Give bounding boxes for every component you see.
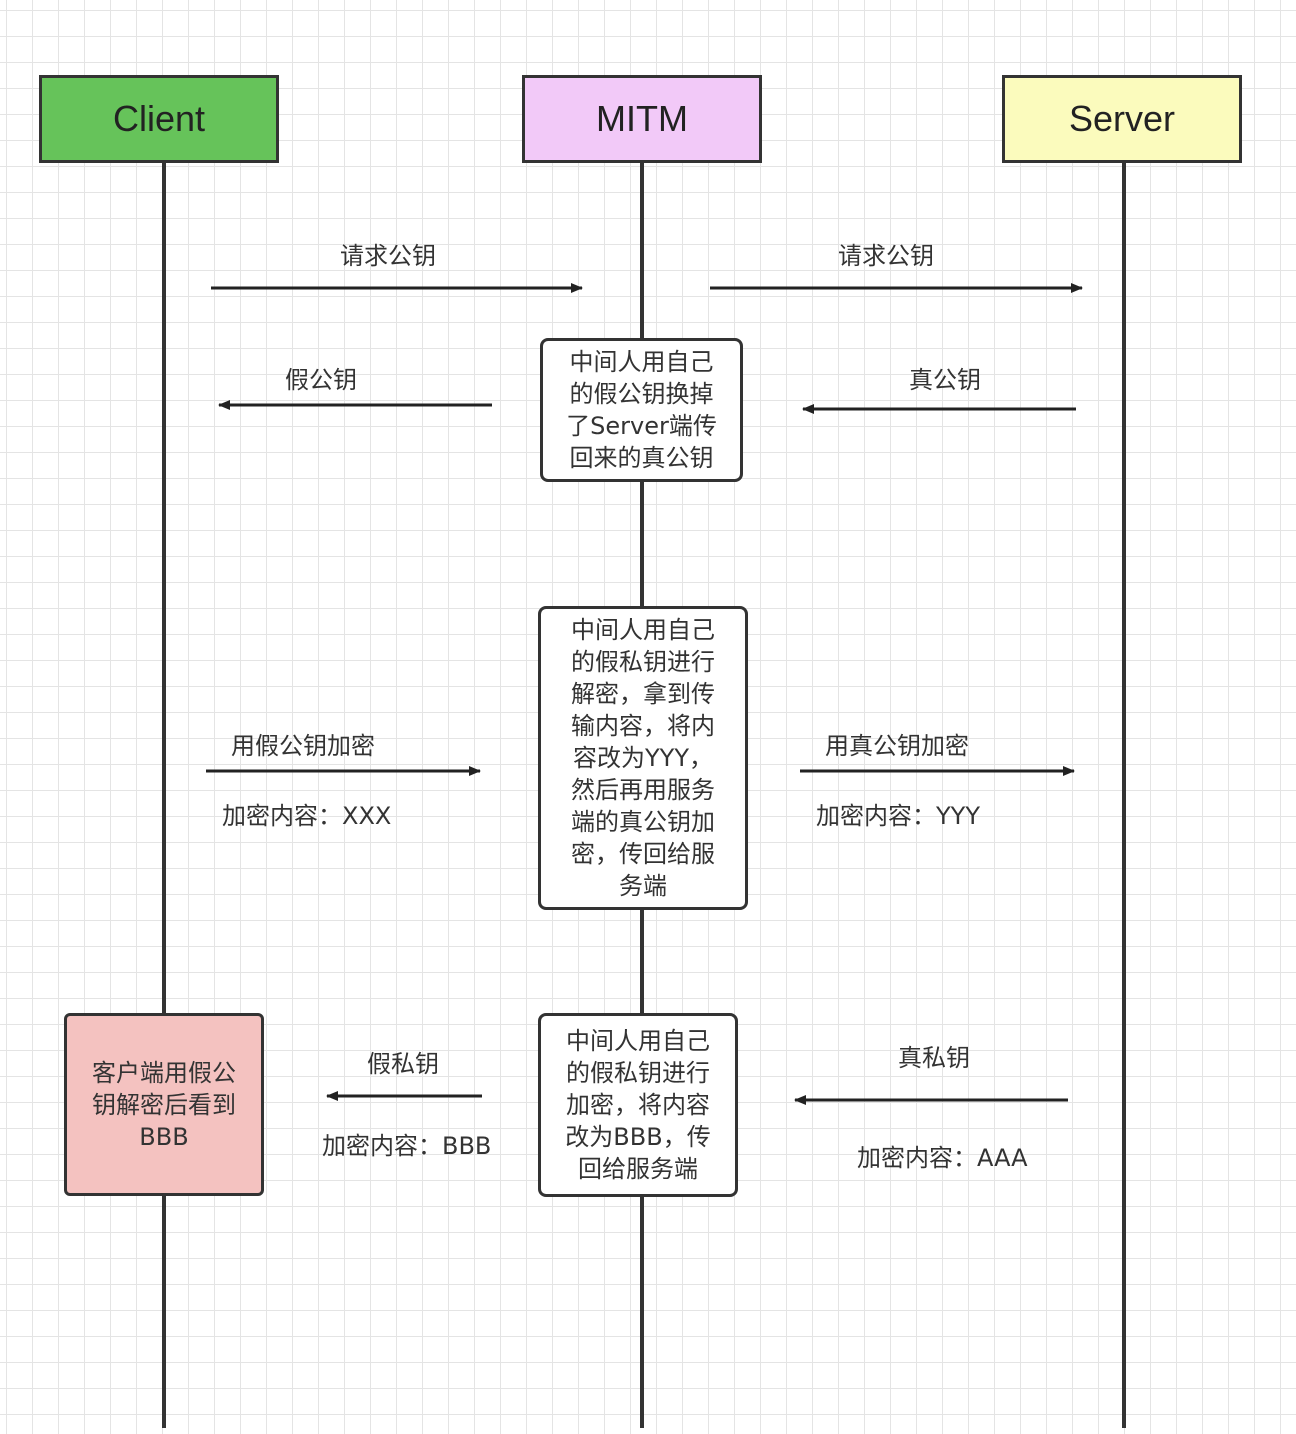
client-note-decrypt-result: 客户端用假公 钥解密后看到 BBB: [64, 1013, 264, 1196]
message-label-real-public-key: 真公钥: [909, 366, 981, 394]
message-label-encrypt-real-key: 用真公钥加密: [825, 732, 969, 760]
mitm-note-decrypt-and-modify: 中间人用自己 的假私钥进行 解密，拿到传 输内容，将内 容改为YYY， 然后再用…: [538, 606, 748, 910]
message-sublabel-content-aaa: 加密内容：AAA: [857, 1144, 1028, 1172]
message-label-fake-private-key: 假私钥: [367, 1050, 439, 1078]
message-label-encrypt-fake-key: 用假公钥加密: [231, 732, 375, 760]
message-label-fake-public-key: 假公钥: [285, 366, 357, 394]
message-sublabel-content-bbb: 加密内容：BBB: [322, 1132, 492, 1160]
message-sublabel-content-yyy: 加密内容：YYY: [816, 802, 980, 830]
message-sublabel-content-xxx: 加密内容：XXX: [222, 802, 392, 830]
message-label-request-key-2: 请求公钥: [838, 242, 934, 270]
mitm-note-swap-public-key: 中间人用自己 的假公钥换掉 了Server端传 回来的真公钥: [540, 338, 743, 482]
message-label-request-key-1: 请求公钥: [340, 242, 436, 270]
message-label-real-private-key: 真私钥: [898, 1044, 970, 1072]
participant-client: Client: [39, 75, 279, 163]
participant-mitm: MITM: [522, 75, 762, 163]
participant-server: Server: [1002, 75, 1242, 163]
mitm-note-encrypt-and-modify: 中间人用自己 的假私钥进行 加密，将内容 改为BBB，传 回给服务端: [538, 1013, 738, 1197]
